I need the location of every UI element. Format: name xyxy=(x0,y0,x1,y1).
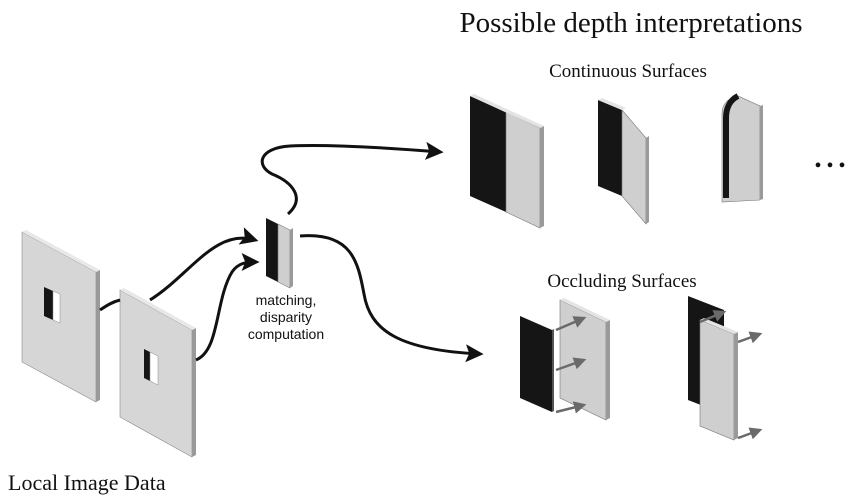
panel-connector xyxy=(99,298,121,312)
left-to-matching-arrow xyxy=(149,227,259,302)
matching-patch xyxy=(266,218,293,289)
occluding-surface-pair-left xyxy=(520,298,610,421)
vector-arrow xyxy=(699,310,727,324)
continuous-surface-curved xyxy=(721,93,763,203)
continuous-surface-bent xyxy=(598,98,649,225)
left-image-panel xyxy=(21,230,100,403)
right-image-patch xyxy=(144,349,159,386)
right-image-panel xyxy=(119,288,196,458)
matching-label-line-3: computation xyxy=(248,326,324,342)
vector-arrow xyxy=(737,331,763,344)
occluding-surfaces-label: Occluding Surfaces xyxy=(547,271,696,292)
left-image-patch xyxy=(44,287,61,324)
local-image-data-label: Local Image Data xyxy=(8,470,166,495)
right-to-matching-arrow xyxy=(195,253,260,362)
vector-arrow xyxy=(555,357,587,372)
to-continuous-arrow xyxy=(260,141,444,216)
ellipsis: • • • xyxy=(814,155,845,177)
vector-arrow xyxy=(737,427,763,440)
matching-label-line-2: disparity xyxy=(260,309,312,325)
vector-arrow xyxy=(555,316,587,332)
vector-arrow xyxy=(555,401,587,414)
continuous-surfaces-label: Continuous Surfaces xyxy=(549,61,707,82)
occluding-surface-pair-right xyxy=(688,296,763,441)
continuous-surface-flat xyxy=(470,94,544,229)
figure-heading: Possible depth interpretations xyxy=(459,7,802,39)
matching-label-line-1: matching, xyxy=(256,292,317,308)
to-occluding-arrow xyxy=(299,234,484,363)
